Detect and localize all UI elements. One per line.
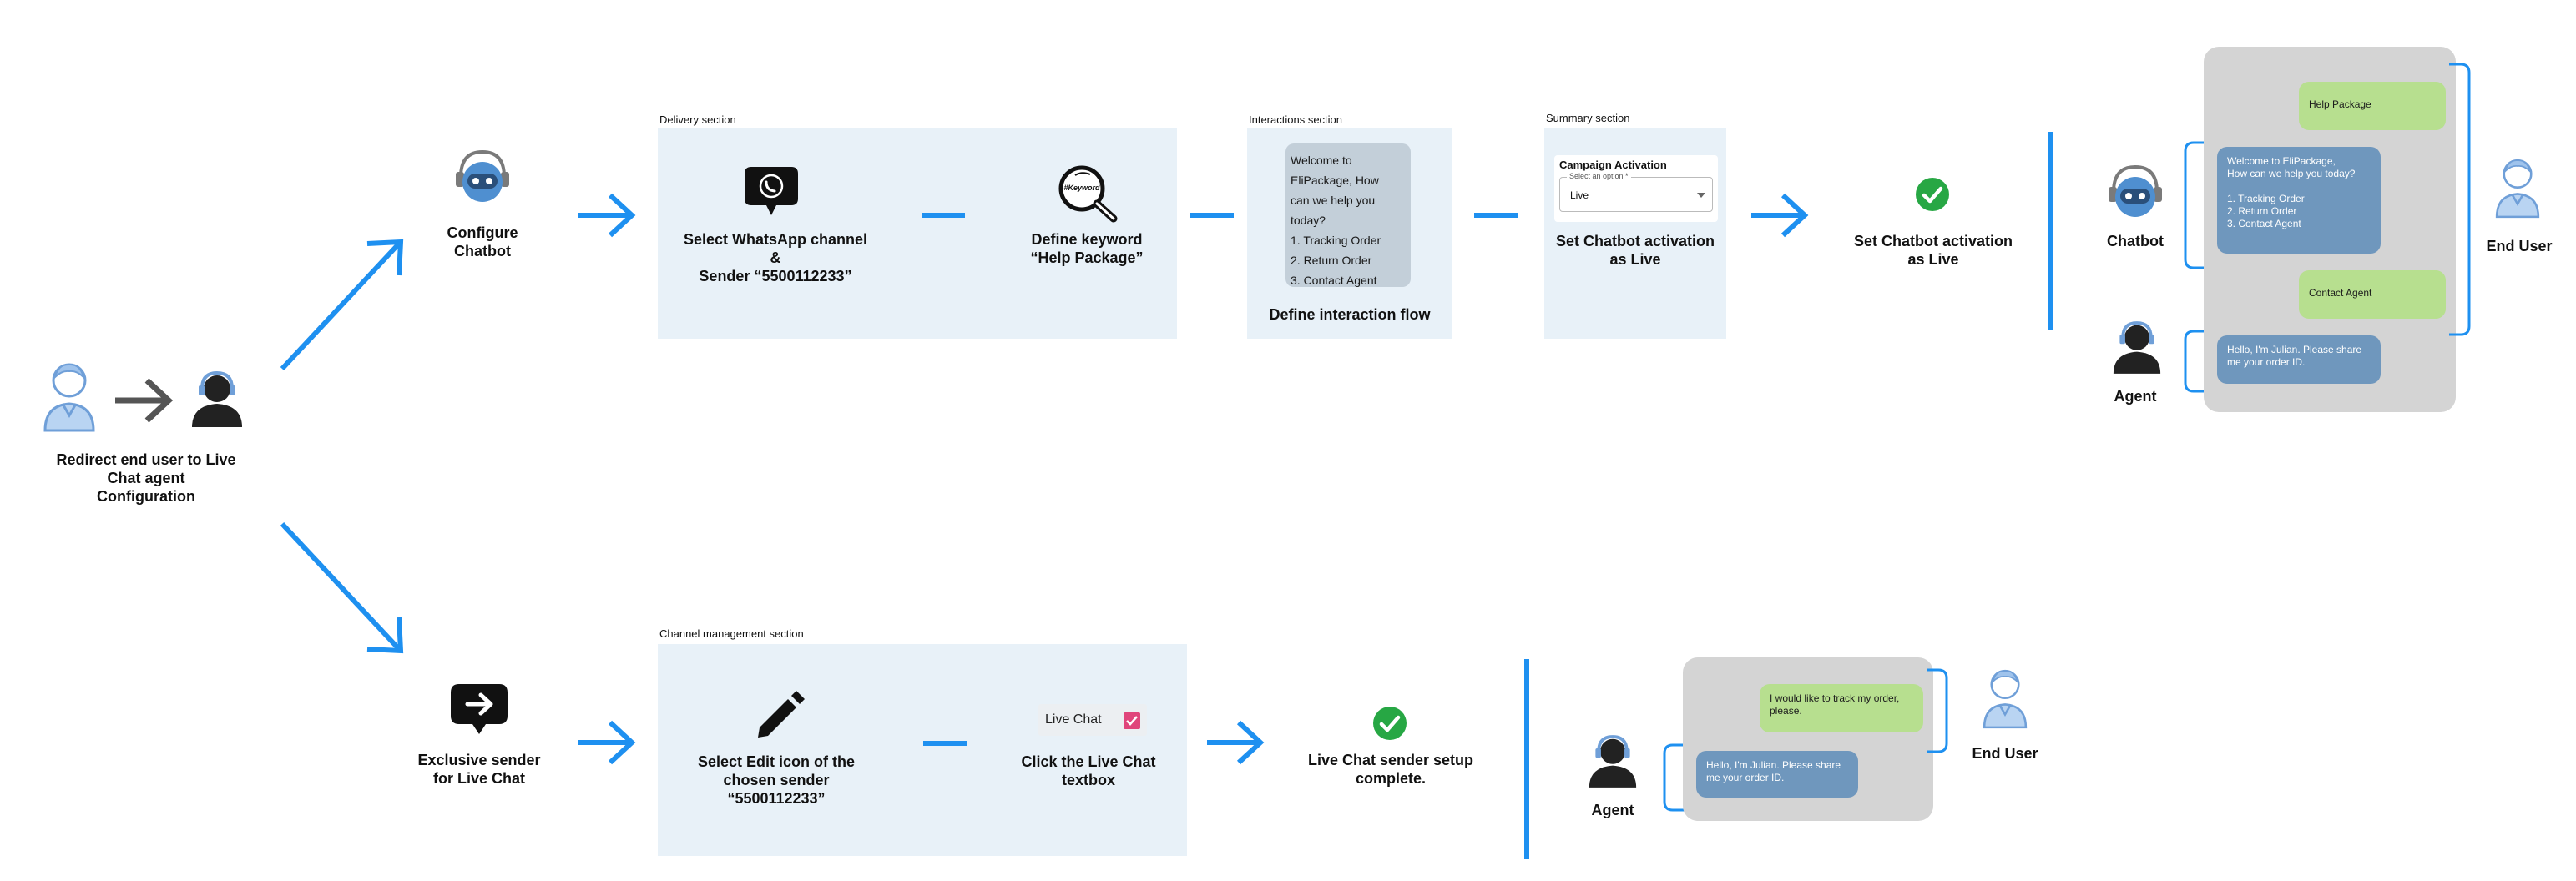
- channel-section-title: Channel management section: [659, 627, 804, 640]
- start-label: Redirect end user to Live Chat agent Con…: [56, 451, 236, 505]
- keyword-icon-text: #Keyword: [1063, 184, 1100, 192]
- agent-icon: [2113, 321, 2161, 374]
- divider-bar: [2048, 132, 2053, 330]
- flow-arrow-icon: [1751, 193, 1809, 238]
- chat-message-track-order: I would like to track my order, please.: [1760, 684, 1923, 732]
- summary-section-panel: Campaign Activation Select an option * L…: [1544, 128, 1726, 339]
- chatbot-icon: [456, 149, 509, 202]
- select-value: Live: [1570, 189, 1589, 201]
- check-circle-icon: [1916, 178, 1949, 211]
- redirect-arrow-icon: [115, 378, 174, 423]
- activation-select[interactable]: Select an option * Live: [1559, 172, 1713, 212]
- whatsapp-icon: [745, 167, 798, 215]
- exclusive-sender-label: Exclusive sender for Live Chat: [417, 752, 541, 787]
- checkbox-checked-icon[interactable]: [1124, 712, 1140, 729]
- agent-icon: [192, 370, 242, 427]
- delivery-section-panel: Select WhatsApp channel & Sender “550011…: [658, 128, 1177, 339]
- flow-arrow-icon: [578, 193, 636, 238]
- select-label: Select an option *: [1567, 172, 1631, 180]
- campaign-activation-card: Campaign Activation Select an option * L…: [1554, 155, 1718, 222]
- flow-dash-icon: [922, 213, 965, 218]
- interactions-section-title: Interactions section: [1249, 113, 1343, 126]
- agent-bracket-icon: [2184, 330, 2204, 393]
- agent-icon: [1589, 735, 1637, 788]
- exclusive-sender-icon: [451, 684, 508, 734]
- end-user-label: End User: [2486, 238, 2553, 254]
- end-user-icon: [43, 363, 95, 432]
- down-arrow-icon: [280, 521, 404, 654]
- enduser-bracket-icon: [1927, 668, 1948, 753]
- pencil-edit-icon: [758, 691, 805, 738]
- live-chat-text: Live Chat: [1045, 712, 1102, 727]
- define-interaction-label: Define interaction flow: [1269, 306, 1431, 323]
- select-edit-label: Select Edit icon of the chosen sender “5…: [697, 753, 856, 807]
- flow-dash-icon: [1474, 213, 1518, 218]
- chat-message-julian: Hello, I'm Julian. Please share me your …: [2217, 335, 2381, 384]
- chat-message-contact-agent: Contact Agent: [2299, 270, 2446, 319]
- chat-message-welcome: Welcome to EliPackage, How can we help y…: [2217, 147, 2381, 254]
- chevron-down-icon: [1697, 193, 1705, 198]
- interactions-section-panel: Welcome to EliPackage, How can we help y…: [1247, 128, 1452, 339]
- channel-section-panel: Select Edit icon of the chosen sender “5…: [658, 644, 1187, 856]
- chatbot-icon: [2109, 164, 2162, 217]
- delivery-section-title: Delivery section: [659, 113, 736, 126]
- enduser-bracket-icon: [2449, 63, 2471, 336]
- chatbot-bracket-icon: [2184, 141, 2204, 269]
- chatbot-live-result-label: Set Chatbot activation as Live: [1853, 233, 2013, 268]
- flow-dash-icon: [1190, 213, 1234, 218]
- flow-arrow-icon: [1207, 720, 1265, 765]
- define-keyword-label: Define keyword “Help Package”: [1030, 231, 1144, 266]
- flow-arrow-icon: [578, 720, 636, 765]
- chat-message-julian: Hello, I'm Julian. Please share me your …: [1696, 751, 1858, 798]
- live-chat-textbox[interactable]: Live Chat: [1038, 704, 1147, 736]
- agent-label: Agent: [1591, 802, 1634, 818]
- end-user-icon: [2495, 159, 2540, 219]
- divider-bar: [1524, 659, 1529, 859]
- chat-message-help-package: Help Package: [2299, 82, 2446, 130]
- keyword-search-icon: [1058, 165, 1118, 223]
- summary-section-title: Summary section: [1546, 112, 1630, 124]
- set-activation-label: Set Chatbot activation as Live: [1555, 233, 1715, 268]
- agent-label: Agent: [2114, 388, 2157, 405]
- interaction-card: Welcome to EliPackage, How can we help y…: [1285, 143, 1411, 287]
- configure-chatbot-label: Configure Chatbot: [447, 224, 518, 259]
- chatbot-label: Chatbot: [2107, 233, 2164, 249]
- select-whatsapp-label: Select WhatsApp channel & Sender “550011…: [683, 231, 868, 284]
- up-arrow-icon: [280, 239, 404, 371]
- campaign-activation-title: Campaign Activation: [1559, 159, 1667, 171]
- end-user-icon: [1983, 669, 2028, 729]
- flow-dash-icon: [923, 741, 967, 746]
- check-circle-icon: [1373, 707, 1407, 740]
- click-live-chat-label: Click the Live Chat textbox: [1021, 753, 1156, 788]
- agent-bracket-icon: [1663, 743, 1685, 812]
- end-user-label: End User: [1972, 745, 2038, 762]
- setup-complete-label: Live Chat sender setup complete.: [1307, 752, 1474, 787]
